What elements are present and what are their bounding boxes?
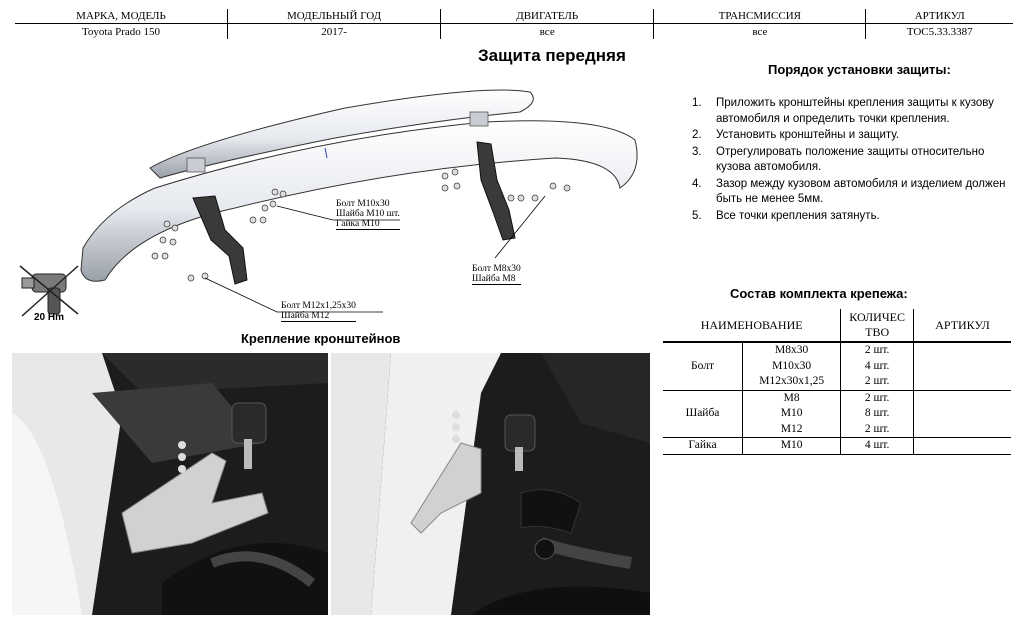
step-text: Установить кронштейны и защиту. <box>716 129 900 141</box>
header-val-transmission: все <box>653 23 867 39</box>
kit-qty: 8 шт. <box>840 406 914 422</box>
label-m10-washer: Шайба М10 шт. <box>336 209 400 219</box>
header-val-model: Toyota Prado 150 <box>15 23 228 39</box>
step-number: 2. <box>692 129 702 141</box>
header-val-year: 2017- <box>227 23 442 39</box>
kit-header-quantity: КОЛИЧЕС ТВО <box>840 309 914 343</box>
table-row: М12х30х1,25 2 шт. <box>663 374 1011 390</box>
table-row: Болт М8х30 2 шт. <box>663 341 1011 390</box>
kit-article <box>912 341 1011 359</box>
label-m8-hardware: Болт М8х30 Шайба М8 <box>472 264 521 285</box>
list-item: 2. Установить кронштейны и защиту. <box>690 128 1020 144</box>
kit-size: М12х30х1,25 <box>742 374 841 390</box>
label-m12-hardware: Болт М12х1,25х30 Шайба М12 <box>281 301 356 322</box>
table-row: М10 8 шт. <box>663 406 1011 422</box>
kit-size: М10 <box>742 406 841 422</box>
kit-qty: 2 шт. <box>840 421 914 438</box>
label-m10-bolt: Болт М10х30 <box>336 199 390 209</box>
step-text: Приложить кронштейны крепления защиты к … <box>716 97 994 125</box>
page-title: Защита передняя <box>478 46 626 65</box>
impact-wrench-icon <box>19 265 79 317</box>
bracket-photo-left <box>12 353 328 615</box>
label-m12-bolt: Болт М12х1,25х30 <box>281 301 356 311</box>
kit-group-name: Шайба <box>663 389 743 438</box>
label-m8-bolt: Болт М8х30 <box>472 264 521 274</box>
kit-table: НАИМЕНОВАНИЕ КОЛИЧЕС ТВО АРТИКУЛ Болт М8… <box>663 309 1011 455</box>
header-col-year: МОДЕЛЬНЫЙ ГОД <box>227 9 442 24</box>
table-row: М10х30 4 шт. <box>663 358 1011 374</box>
kit-article <box>912 421 1011 438</box>
kit-qty: 2 шт. <box>840 341 914 359</box>
header-val-engine: все <box>440 23 655 39</box>
step-number: 3. <box>692 145 702 158</box>
table-row: М12 2 шт. <box>663 421 1011 438</box>
label-m8-washer: Шайба М8 <box>472 274 521 285</box>
steps-title: Порядок установки защиты: <box>768 62 951 77</box>
kit-size: М8 <box>742 389 841 406</box>
step-text: Отрегулировать положение защиты относите… <box>716 145 985 174</box>
list-item: 1. Приложить кронштейны крепления защиты … <box>690 96 1020 127</box>
kit-article <box>912 358 1011 374</box>
kit-size: М10 <box>742 437 841 455</box>
kit-header-article: АРТИКУЛ <box>912 309 1011 343</box>
kit-qty: 4 шт. <box>840 437 914 455</box>
table-row: Гайка М10 4 шт. <box>663 437 1011 455</box>
kit-article <box>912 374 1011 390</box>
step-number: 1. <box>692 97 702 109</box>
bracket-photo-right <box>331 353 650 615</box>
kit-article <box>912 389 1011 406</box>
header-table: МАРКА, МОДЕЛЬ МОДЕЛЬНЫЙ ГОД ДВИГАТЕЛЬ ТР… <box>15 9 1013 39</box>
list-item: 3. Отрегулировать положение защиты относи… <box>690 145 1020 176</box>
label-m12-washer: Шайба М12 <box>281 311 356 322</box>
brackets-title: Крепление кронштейнов <box>241 331 401 346</box>
bumper-drawing <box>80 89 638 313</box>
step-number: 4. <box>692 177 702 190</box>
list-item: 5. Все точки крепления затянуть. <box>690 209 1020 225</box>
header-col-transmission: ТРАНСМИССИЯ <box>653 9 867 24</box>
steps-list: 1. Приложить кронштейны крепления защиты … <box>690 96 1020 225</box>
step-text: Зазор между кузовом автомобиля и изделие… <box>716 177 1006 206</box>
header-col-article: АРТИКУЛ <box>865 9 1013 24</box>
kit-qty: 2 шт. <box>840 374 914 390</box>
kit-size: М10х30 <box>742 358 841 374</box>
step-text: Все точки крепления затянуть. <box>716 209 880 222</box>
kit-article <box>912 406 1011 422</box>
step-number: 5. <box>692 209 702 222</box>
kit-group-name: Болт <box>663 341 743 390</box>
kit-header-name: НАИМЕНОВАНИЕ <box>663 309 841 343</box>
kit-qty: 2 шт. <box>840 389 914 406</box>
kit-group-name: Гайка <box>663 437 743 455</box>
kit-size: М8х30 <box>742 341 841 359</box>
table-row: Шайба М8 2 шт. <box>663 389 1011 438</box>
header-col-model: МАРКА, МОДЕЛЬ <box>15 9 228 24</box>
label-m10-nut: Гайка М10 <box>336 219 400 230</box>
kit-size: М12 <box>742 421 841 438</box>
kit-article <box>912 437 1011 455</box>
list-item: 4. Зазор между кузовом автомобиля и издел… <box>690 177 1020 208</box>
header-col-engine: ДВИГАТЕЛЬ <box>440 9 655 24</box>
label-m10-hardware: Болт М10х30 Шайба М10 шт. Гайка М10 <box>336 199 400 230</box>
header-val-article: TOC5.33.3387 <box>906 25 973 38</box>
kit-title: Состав комплекта крепежа: <box>730 286 908 301</box>
torque-label: 20 Нm <box>34 312 65 323</box>
kit-qty: 4 шт. <box>840 358 914 374</box>
